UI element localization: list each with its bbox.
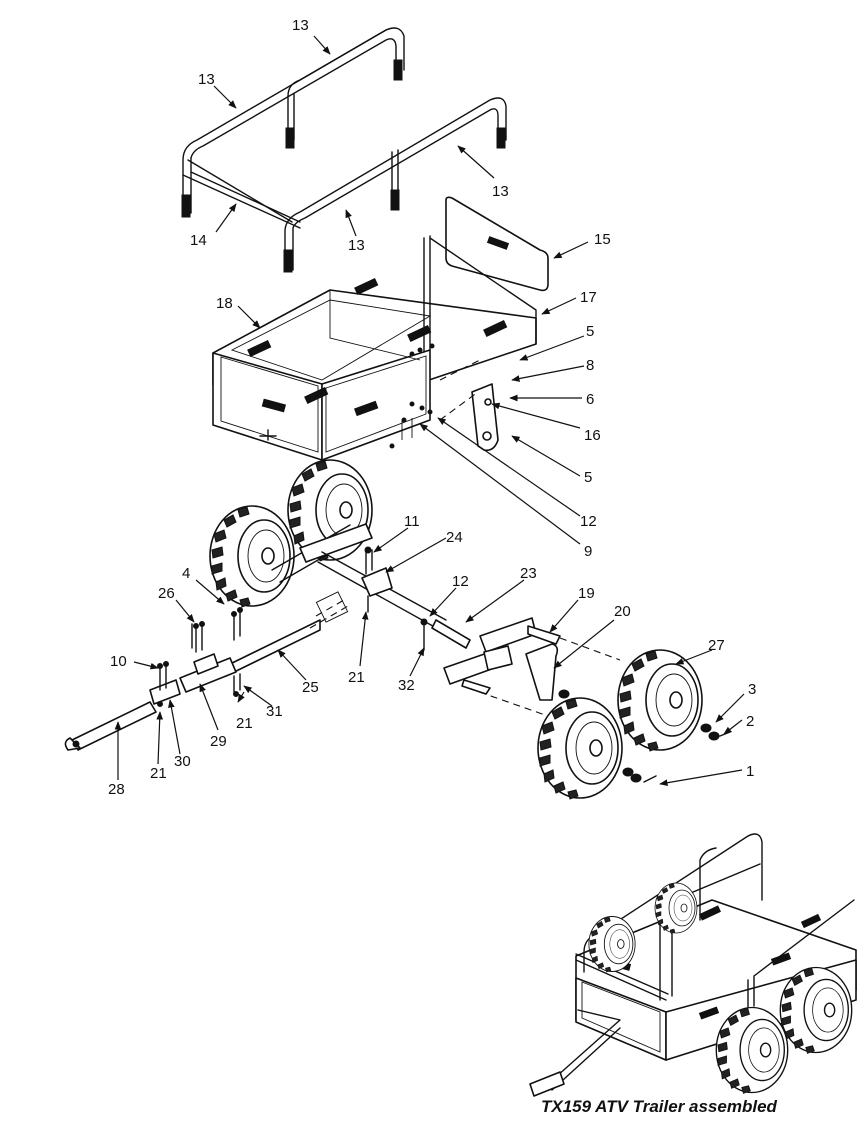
- callout-1: 1: [746, 763, 754, 780]
- callout-31: 31: [266, 703, 283, 720]
- callout-5: 5: [584, 469, 592, 486]
- callout-5: 5: [586, 323, 594, 340]
- callout-17: 17: [580, 289, 597, 306]
- callout-24: 24: [446, 529, 463, 546]
- callout-2: 2: [746, 713, 754, 730]
- callout-11: 11: [404, 513, 420, 530]
- callout-19: 19: [578, 585, 595, 602]
- callout-29: 29: [210, 733, 227, 750]
- tailgate-panel: [445, 196, 549, 292]
- assembled-caption: TX159 ATV Trailer assembled: [541, 1097, 778, 1116]
- callout-14: 14: [190, 232, 207, 249]
- callout-3: 3: [748, 681, 756, 698]
- callout-20: 20: [614, 603, 631, 620]
- callout-labels: 13 13 13 13 14 15 17 18 5 8 6 16 5 12 9 …: [108, 17, 756, 798]
- callout-21: 21: [150, 765, 167, 782]
- callout-26: 26: [158, 585, 175, 602]
- callout-27: 27: [708, 637, 725, 654]
- axle-assembly: [317, 546, 471, 651]
- callout-15: 15: [594, 231, 611, 248]
- rack-rails-group: [181, 27, 507, 273]
- callout-18: 18: [216, 295, 233, 312]
- callout-30: 30: [174, 753, 191, 770]
- callout-25: 25: [302, 679, 319, 696]
- axle-bracket: [389, 343, 499, 452]
- callout-13: 13: [492, 183, 509, 200]
- callout-28: 28: [108, 781, 125, 798]
- trailer-bed: [212, 235, 537, 461]
- callout-9: 9: [584, 543, 592, 560]
- callout-21: 21: [348, 669, 365, 686]
- callout-6: 6: [586, 391, 594, 408]
- leader-lines: [114, 35, 745, 787]
- callout-8: 8: [586, 357, 594, 374]
- callout-16: 16: [584, 427, 601, 444]
- spindle-arms: [443, 617, 621, 717]
- callout-13: 13: [292, 17, 309, 34]
- callout-10: 10: [110, 653, 127, 670]
- callout-13: 13: [198, 71, 215, 88]
- wheel-set-left: [209, 459, 373, 608]
- callout-4: 4: [182, 565, 190, 582]
- callout-12: 12: [580, 513, 597, 530]
- callout-32: 32: [398, 677, 415, 694]
- callout-12: 12: [452, 573, 469, 590]
- callout-23: 23: [520, 565, 537, 582]
- callout-13: 13: [348, 237, 365, 254]
- callout-21: 21: [236, 715, 253, 732]
- assembled-trailer-illustration: [529, 833, 857, 1097]
- tongue-assembly: [64, 591, 349, 751]
